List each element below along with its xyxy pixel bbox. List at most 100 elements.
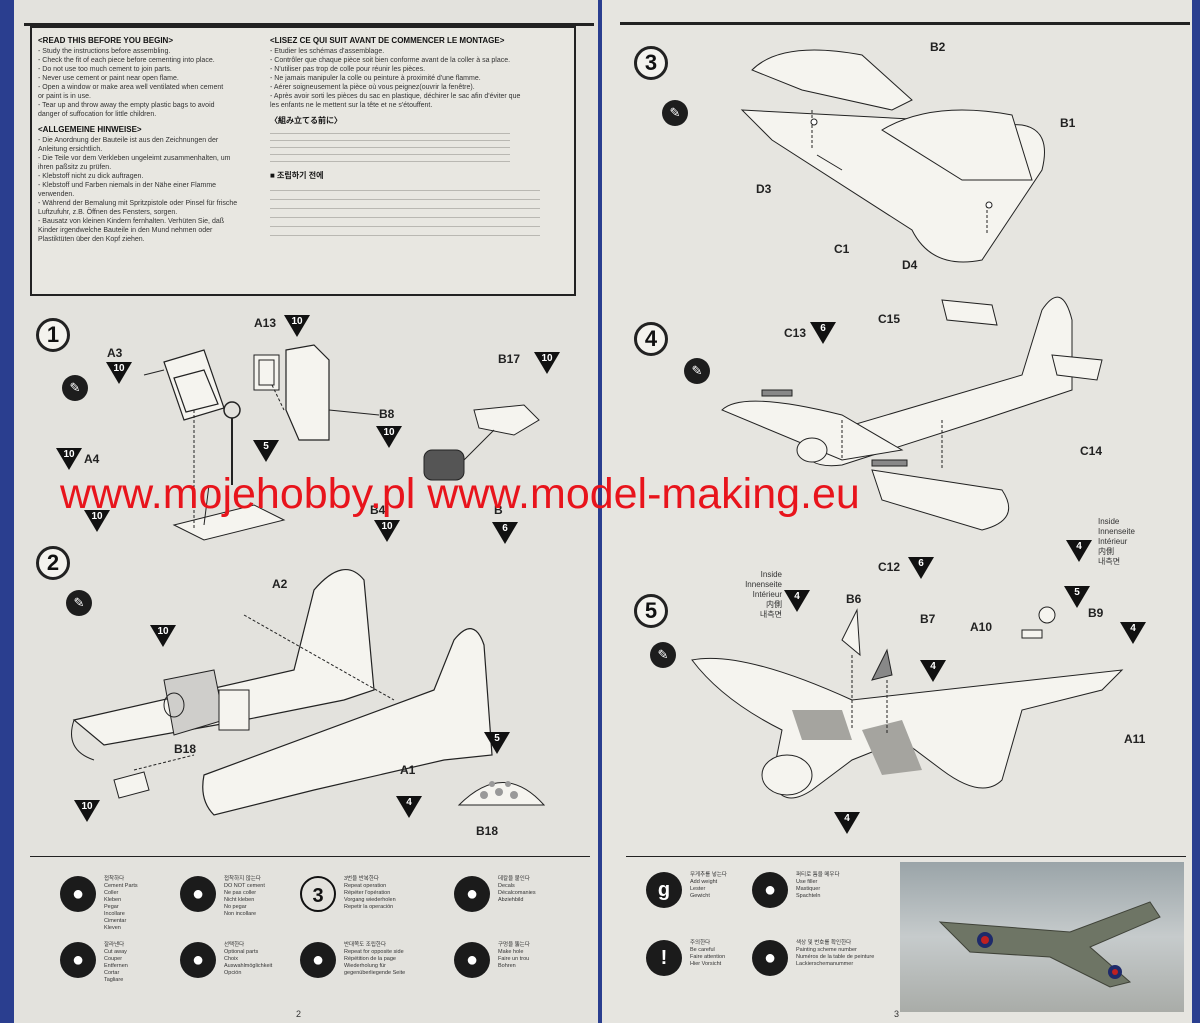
legend-text-line: Cement Parts — [104, 883, 138, 889]
notice-line: - Die Anordnung der Bauteile ist aus den… — [38, 137, 219, 144]
part-a4-label: A4 — [84, 452, 100, 466]
instruction-page-left: <READ THIS BEFORE YOU BEGIN> - Study the… — [14, 0, 598, 1023]
legend-text-line: Use filler — [796, 879, 818, 885]
legend-text-line: Bohren — [498, 963, 516, 969]
legend-text-line: 잘라낸다 — [104, 942, 125, 948]
decal-icon: ● — [454, 876, 490, 912]
step-3-diagram — [740, 49, 1045, 263]
part-c12-label: C12 — [878, 560, 901, 574]
notice-ja-title: 〈組み立てる前に〉 — [270, 116, 342, 125]
cement-icon: ✎ — [66, 590, 92, 616]
color-10-badge: 10 — [534, 352, 560, 374]
part-b8-label: B8 — [379, 407, 395, 421]
legend-text-line: Opción — [224, 970, 242, 976]
step-2-number: 2 — [36, 546, 70, 580]
legend-text-line: Wiederholung für gegenüberliegende Seite — [344, 963, 406, 976]
drill-icon: ● — [454, 942, 490, 978]
opposite-side-icon: ● — [300, 942, 336, 978]
repeat-icon: 3 — [300, 876, 336, 912]
legend-text-line: Tagliare — [104, 977, 124, 983]
legend-text-line: 접착하다 — [104, 876, 125, 882]
color-4-badge: 4 — [396, 796, 422, 818]
legend-text-line: Incollare — [104, 911, 125, 917]
part-a10-label: A10 — [970, 620, 993, 634]
notice-line: - Study the instructions before assembli… — [38, 48, 171, 55]
step-5-diagram — [691, 606, 1124, 799]
legend-text-line: 3번을 반복한다 — [344, 876, 379, 882]
legend-text-line: 색상 및 번호를 확인한다 — [796, 940, 852, 946]
legend-text-line: Repeat operation — [344, 883, 387, 889]
notice-line: - Die Teile vor dem Verkleben ungeleimt … — [38, 155, 231, 162]
step-4-number: 4 — [634, 322, 668, 356]
notice-line: verwenden. — [38, 191, 75, 198]
paint-number-icon: ● — [752, 940, 788, 976]
legend-text-line: DO NOT cement — [224, 883, 265, 889]
step-1-diagram — [143, 344, 540, 541]
cut-icon: ● — [60, 942, 96, 978]
legend-rule — [30, 856, 590, 857]
notice-line: - Ne jamais manipuler la colle ou peintu… — [270, 75, 481, 82]
legend-text-line: Repetir la operación — [344, 904, 394, 910]
part-c13-label: C13 — [784, 326, 807, 340]
notice-line: - Aérer soigneusement la pièce où vous p… — [270, 84, 475, 91]
part-b-label: B — [494, 503, 503, 517]
cement-icon: ✎ — [684, 358, 710, 384]
color-10-badge: 10 — [84, 510, 110, 532]
legend-text-line: 무게추를 넣는다 — [690, 872, 727, 878]
notice-line: ihren paßsitz zu prüfen. — [38, 164, 112, 171]
legend-text-line: Répétition de la page — [344, 956, 396, 962]
legend-text-line: Cortar — [104, 970, 120, 976]
notice-line: Anleitung ersichtlich. — [38, 146, 103, 153]
legend-text-line: Cimentar — [104, 918, 127, 924]
notice-fr-ja-ko: <LISEZ CE QUI SUIT AVANT DE COMMENCER LE… — [270, 36, 570, 242]
safety-notice-box: <READ THIS BEFORE YOU BEGIN> - Study the… — [30, 26, 576, 296]
notice-en-lines: - Study the instructions before assembli… — [38, 47, 263, 119]
notice-de-lines: - Die Anordnung der Bauteile ist aus den… — [38, 136, 263, 244]
legend-text-line: Nicht kleben — [224, 897, 255, 903]
notice-fr-lines: - Etudier les schémas d'assemblage.- Con… — [270, 47, 570, 110]
notice-en-title: <READ THIS BEFORE YOU BEGIN> — [38, 36, 173, 45]
color-6-badge: 6 — [492, 522, 518, 544]
part-b18-label: B18 — [174, 742, 197, 756]
color-10-badge: 10 — [56, 448, 82, 470]
legend-text-line: 구멍을 뚫는다 — [498, 942, 530, 948]
notice-line: - Klebstoff und Farben niemals in der Nä… — [38, 182, 217, 189]
part-b4-label: B4 — [370, 503, 386, 517]
legend-text-line: 선택한다 — [224, 942, 245, 948]
color-10-badge: 10 — [374, 520, 400, 542]
color-6-badge: 6 — [810, 322, 836, 344]
notice-line: - Contrôler que chaque pièce soit bien c… — [270, 57, 511, 64]
legend-text-line: Faire attention — [690, 954, 726, 960]
legend-text-line: Non incollare — [224, 911, 257, 917]
notice-ko-lines — [270, 182, 540, 242]
color-10-badge: 10 — [284, 315, 310, 337]
legend-text-line: 접착하지 않는다 — [224, 876, 261, 882]
notice-line: - Tear up and throw away the empty plast… — [38, 102, 215, 109]
color-5-badge: 5 — [484, 732, 510, 754]
step-4-diagram — [721, 296, 1103, 531]
legend-text-line: Auswahlmöglichkeit — [224, 963, 273, 969]
cement-icon: ✎ — [650, 642, 676, 668]
notice-line: - Bausatz von kleinen Kindern fernhalten… — [38, 218, 225, 225]
watermark-text: www.mojehobby.pl www.model-making.eu — [60, 470, 860, 518]
legend-text-line: Kleven — [104, 925, 121, 931]
legend-text-line: Mastiquer — [796, 886, 821, 892]
color-4-badge: 4 — [834, 812, 860, 834]
legend-text-line: Faire un trou — [498, 956, 530, 962]
notice-en-de: <READ THIS BEFORE YOU BEGIN> - Study the… — [38, 36, 263, 244]
optional-icon: ● — [180, 942, 216, 978]
part-c14-label: C14 — [1080, 444, 1103, 458]
